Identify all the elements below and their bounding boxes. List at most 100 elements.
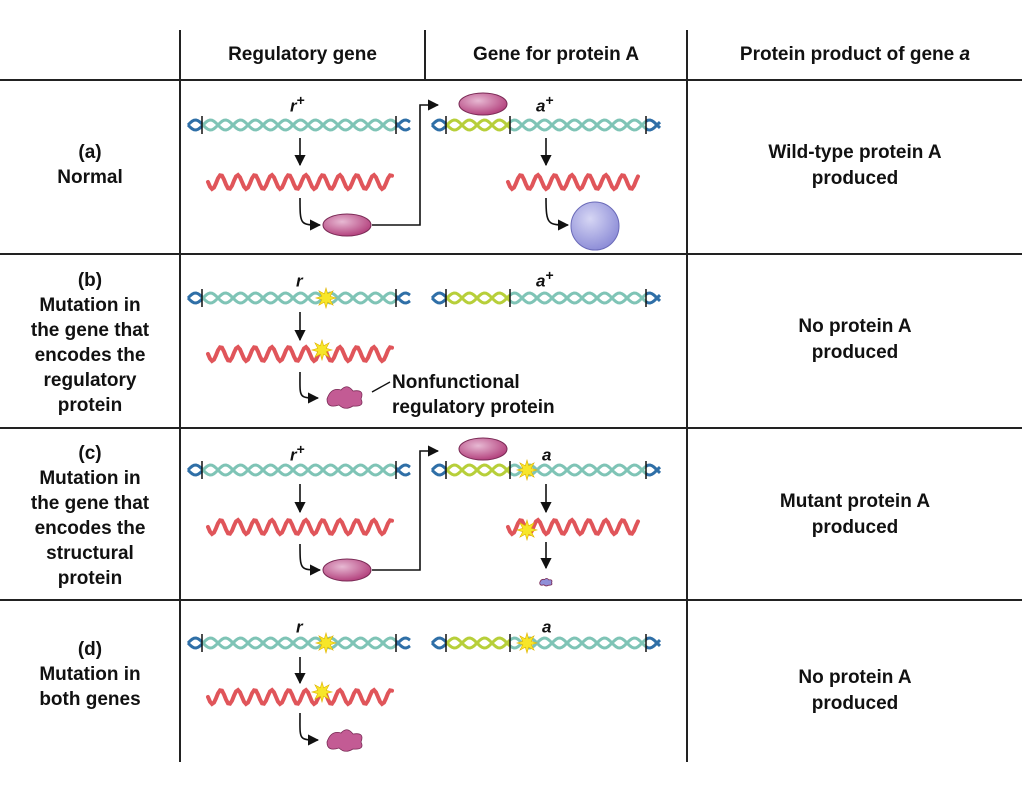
mutation-star (314, 286, 338, 310)
dna-strand (444, 291, 512, 305)
dna-strand (430, 296, 448, 305)
row-c-label-line: protein (57, 568, 123, 589)
header-protein-product: Protein product of gene a (688, 44, 1022, 66)
mrna-strand (506, 172, 640, 192)
gene-letter: r (290, 445, 297, 465)
dna-strand (186, 641, 204, 650)
row-c-struct-gene-label: a (542, 441, 551, 466)
dna-double-helix (430, 461, 662, 479)
row-b-struct-gene-label: a+ (536, 267, 554, 292)
row-b-label: (b) Mutation in the gene that encodes th… (10, 268, 170, 418)
row-a-result-line: produced (811, 168, 899, 189)
mrna-strand (206, 344, 394, 364)
header-protein-product-gene: a (959, 44, 971, 65)
dna-strand (430, 468, 448, 477)
dna-strand (444, 636, 512, 650)
nonfunctional-note-line: regulatory protein (392, 397, 555, 418)
protein-a (570, 201, 620, 251)
row-c-label-line: the gene that (30, 493, 150, 514)
mutation-star (314, 631, 338, 655)
mutation-star (515, 631, 539, 655)
dna-double-helix (430, 634, 662, 652)
activation-arrow (372, 445, 440, 571)
row-a-result-line: Wild-type protein A (768, 142, 942, 163)
dna-double-helix (186, 634, 411, 652)
row-d-struct-gene-label: a (542, 613, 551, 638)
row-c-result-line: produced (811, 517, 899, 538)
gene-letter: a (542, 445, 552, 465)
dna-strand (394, 463, 411, 474)
dna-strand (394, 636, 411, 647)
dna-strand (645, 463, 662, 474)
mrna-strand (206, 172, 394, 192)
header-protein-product-text: Protein product of gene (739, 44, 960, 65)
curved-arrow (299, 371, 320, 404)
dna-double-helix (186, 116, 411, 134)
gene-sup: + (296, 92, 305, 108)
dna-strand (186, 123, 204, 132)
row-d-label-line: (d) (77, 639, 103, 660)
header-gene-protein-a: Gene for protein A (472, 44, 640, 65)
dna-double-helix (186, 461, 411, 479)
row-d-reg-gene-label: r (296, 613, 303, 638)
row-b-result-line: No protein A (798, 316, 912, 337)
gene-sup: + (545, 267, 554, 283)
dna-strand (186, 296, 204, 305)
curved-arrow (299, 712, 320, 746)
dna-strand (394, 291, 411, 302)
dna-strand (645, 636, 662, 647)
dna-strand (200, 291, 397, 305)
nonfunctional-note: Nonfunctional regulatory protein (392, 370, 555, 420)
gene-sup: + (545, 92, 554, 108)
mutation-star (310, 338, 334, 362)
row-c-result: Mutant protein A produced (690, 489, 1020, 541)
dna-strand (430, 291, 448, 300)
nonfunctional-note-line: Nonfunctional (392, 372, 520, 393)
row-b-label-line: regulatory (43, 370, 137, 391)
dna-double-helix (430, 116, 662, 134)
note-leader-line (371, 381, 391, 393)
row-b-label-line: (b) (77, 270, 103, 291)
row-a-reg-gene-label: r+ (290, 92, 305, 117)
gene-letter: a (542, 617, 552, 637)
nonfunctional-regulatory-protein (326, 729, 363, 752)
row-c-label: (c) Mutation in the gene that encodes th… (10, 441, 170, 591)
row-c-result-line: Mutant protein A (779, 491, 931, 512)
dna-strand (200, 463, 397, 477)
mutation-star (515, 458, 539, 482)
row-b-label-line: the gene that (30, 320, 150, 341)
dna-strand (509, 118, 647, 132)
row-c-label-line: Mutation in (39, 468, 141, 489)
mrna-strand (206, 517, 394, 537)
dna-strand (509, 291, 647, 305)
row-c-reg-gene-label: r+ (290, 441, 305, 466)
mutation-star (310, 680, 334, 704)
row-d-result: No protein A produced (690, 665, 1020, 717)
dna-strand (186, 463, 204, 472)
row-b-label-line: encodes the (34, 345, 146, 366)
row-a-label-line: Normal (57, 167, 123, 188)
dna-strand (645, 118, 662, 129)
dna-double-helix (430, 289, 662, 307)
row-d-result-line: No protein A (798, 667, 912, 688)
regulatory-protein (322, 213, 372, 237)
mrna-strand (206, 687, 394, 707)
row-c-label-line: structural (46, 543, 134, 564)
dna-strand (200, 118, 397, 132)
row-b-result-line: produced (811, 342, 899, 363)
row-d-result-line: produced (811, 693, 899, 714)
dna-strand (200, 636, 397, 650)
dna-strand (186, 636, 204, 645)
row-a-result: Wild-type protein A produced (690, 140, 1020, 192)
dna-strand (444, 118, 512, 132)
row-b-label-line: Mutation in (39, 295, 141, 316)
row-d-label-line: both genes (39, 689, 141, 710)
dna-strand (186, 291, 204, 300)
gene-letter: r (290, 96, 297, 116)
row-c-label-line: (c) (78, 443, 102, 464)
dna-strand (430, 636, 448, 645)
curved-arrow (299, 543, 322, 576)
gene-letter: r (296, 271, 303, 291)
row-a-label: (a) Normal (10, 140, 170, 190)
